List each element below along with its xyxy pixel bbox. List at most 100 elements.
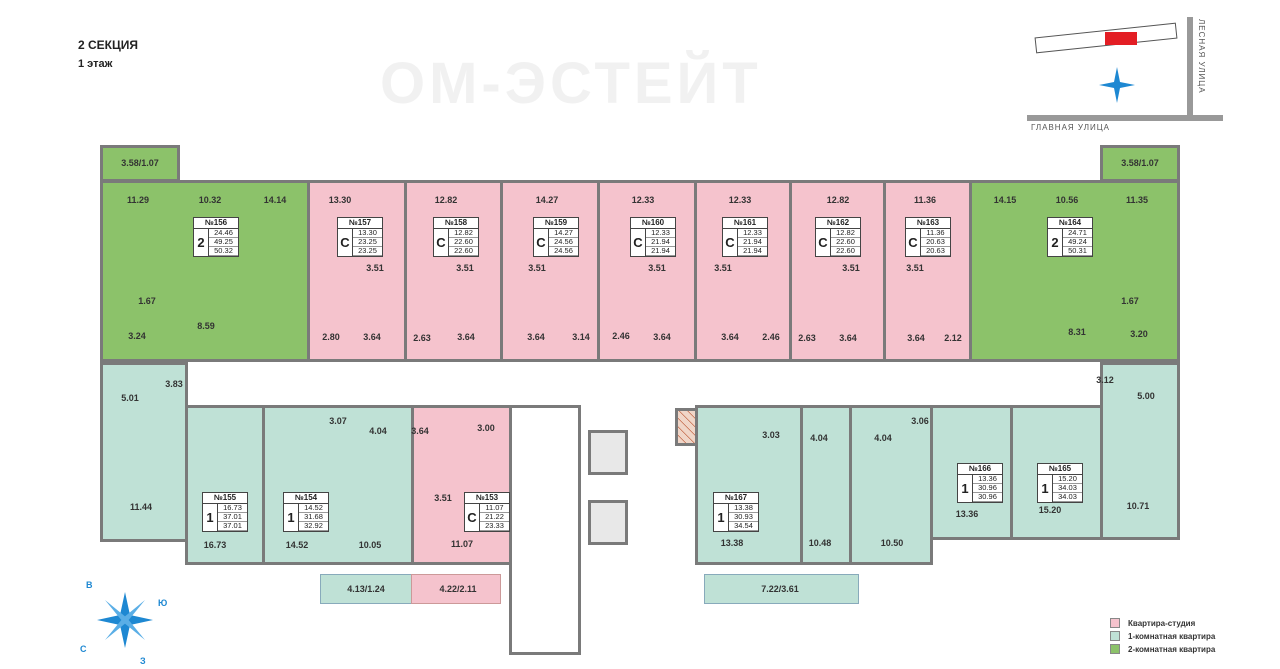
- apartment-area: 34.03: [1053, 493, 1082, 502]
- room-area-label: 12.33: [728, 195, 752, 205]
- side-street: [1187, 17, 1193, 119]
- apartment-number: №155: [203, 493, 247, 504]
- apartment-area: 34.03: [1053, 484, 1082, 493]
- room-area-label: 5.00: [1137, 391, 1155, 401]
- room-area-label: 14.27: [535, 195, 559, 205]
- room-area-label: 3.64: [457, 332, 475, 342]
- apartment-area: 21.94: [738, 238, 767, 247]
- apartment-number: №154: [284, 493, 328, 504]
- apartment-area: 22.60: [449, 238, 478, 247]
- apartment-type: 1: [206, 510, 214, 525]
- legend-swatch: [1110, 644, 1120, 654]
- apartment-162[interactable]: [789, 180, 886, 362]
- compass-rose-icon: [1099, 67, 1135, 103]
- apartment-area: 30.96: [973, 484, 1002, 493]
- room-area-label: 3.64: [907, 333, 925, 343]
- apartment-160[interactable]: [597, 180, 697, 362]
- apartment-area: 12.33: [738, 229, 767, 238]
- room-area-label: 13.30: [328, 195, 352, 205]
- apartment-154[interactable]: [262, 405, 414, 565]
- elevator-1: [588, 430, 628, 475]
- apartment-area: 14.52: [299, 504, 328, 513]
- apartment-area: 16.73: [218, 504, 247, 513]
- legend-item-studio: Квартира-студия: [1110, 618, 1280, 628]
- compass-label-yu: Ю: [158, 598, 168, 608]
- main-street-label: ГЛАВНАЯ УЛИЦА: [1031, 123, 1110, 132]
- apartment-area: 24.71: [1063, 229, 1092, 238]
- compass: В Ю С З: [80, 580, 170, 669]
- legend-label: Квартира-студия: [1128, 618, 1196, 628]
- balcony-153: [411, 574, 501, 604]
- room-area-label: 10.71: [1126, 501, 1150, 511]
- room-area-label: 3.58/1.07: [1121, 158, 1159, 168]
- legend-item-two-room: 2-комнатная квартира: [1110, 644, 1280, 654]
- balcony-167: [704, 574, 859, 604]
- apartment-167[interactable]: [695, 405, 803, 565]
- locator-map: ГЛАВНАЯ УЛИЦА ЛЕСНАЯ УЛИЦА: [1025, 15, 1225, 135]
- apartment-area: 49.25: [209, 238, 238, 247]
- apartment-number: №158: [434, 218, 478, 229]
- apartment-165-hall[interactable]: [1100, 362, 1180, 540]
- apartment-type: 1: [287, 510, 295, 525]
- apartment-area: 23.33: [480, 522, 509, 531]
- apartment-area: 11.36: [921, 229, 950, 238]
- room-area-label: 11.07: [450, 539, 474, 549]
- room-area-label: 3.00: [477, 423, 495, 433]
- apartment-area: 22.60: [831, 247, 860, 256]
- apartment-type: С: [436, 235, 446, 250]
- room-area-label: 5.01: [121, 393, 139, 403]
- elevator-2: [588, 500, 628, 545]
- apartment-area: 50.31: [1063, 247, 1092, 256]
- room-area-label: 11.44: [129, 502, 153, 512]
- apartment-area: 22.60: [449, 247, 478, 256]
- apartment-area: 21.94: [646, 238, 675, 247]
- balcony-164: [1100, 145, 1180, 182]
- room-area-label: 10.56: [1055, 195, 1079, 205]
- apartment-area: 14.27: [549, 229, 578, 238]
- legend-label: 2-комнатная квартира: [1128, 644, 1216, 654]
- apartment-158[interactable]: [404, 180, 503, 362]
- apartment-area: 37.01: [218, 513, 247, 522]
- room-area-label: 3.06: [911, 416, 929, 426]
- room-area-label: 3.51: [366, 263, 384, 273]
- apartment-161[interactable]: [694, 180, 792, 362]
- apartment-number: №164: [1048, 218, 1092, 229]
- apartment-area: 22.60: [831, 238, 860, 247]
- apartment-area: 13.36: [973, 475, 1002, 484]
- room-area-label: 3.51: [434, 493, 452, 503]
- room-area-label: 12.33: [631, 195, 655, 205]
- apartment-10-48[interactable]: [800, 405, 852, 565]
- apartment-155-hall[interactable]: [100, 362, 188, 542]
- apartment-163[interactable]: [883, 180, 972, 362]
- apartment-number: №159: [534, 218, 578, 229]
- apartment-164[interactable]: [969, 180, 1180, 362]
- room-area-label: 3.64: [721, 332, 739, 342]
- room-area-label: 2.46: [762, 332, 780, 342]
- compass-star-icon: [97, 592, 153, 648]
- apartment-156[interactable]: [100, 180, 310, 362]
- apartment-area: 37.01: [218, 522, 247, 531]
- room-area-label: 3.51: [906, 263, 924, 273]
- room-area-label: 3.58/1.07: [121, 158, 159, 168]
- compass-label-z: З: [140, 656, 146, 666]
- legend-swatch: [1110, 618, 1120, 628]
- room-area-label: 3.64: [527, 332, 545, 342]
- room-area-label: 3.51: [714, 263, 732, 273]
- room-area-label: 4.04: [810, 433, 828, 443]
- room-area-label: 7.22/3.61: [761, 584, 799, 594]
